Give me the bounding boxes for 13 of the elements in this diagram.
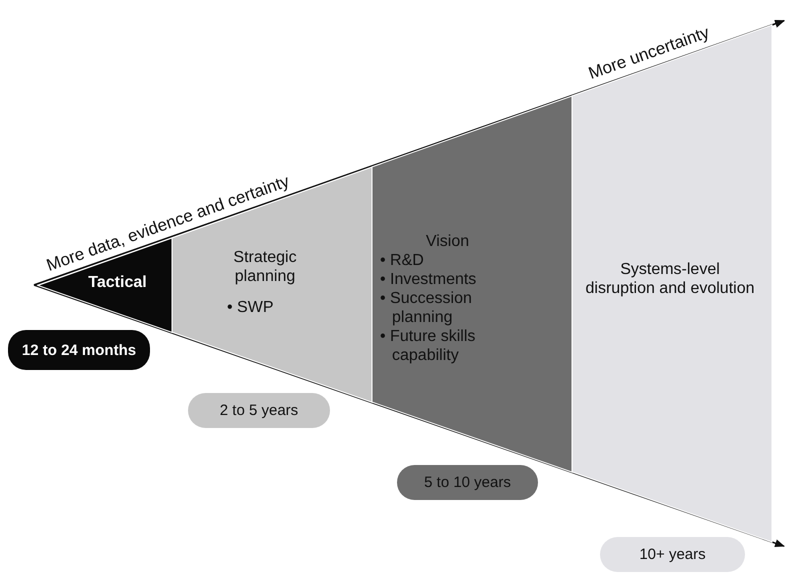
bullet-item: • R&D [380,250,425,270]
segment-heading: Tactical [87,272,148,292]
segment-heading: Strategic planning [232,248,298,286]
bullet-item: • Succession planning [380,288,473,327]
bullet-item: • Future skills capability [380,326,476,365]
segment-heading: Systems-level disruption and evolution [585,260,755,298]
time-span-pill: 10+ years [600,537,745,572]
bullet-item: • Investments [380,270,478,289]
bullet-item: • SWP [227,298,274,317]
time-span-pill: 2 to 5 years [188,393,330,428]
segment-heading: Vision [424,232,470,251]
time-span-pill: 5 to 10 years [397,465,538,500]
time-span-pill: 12 to 24 months [8,330,150,370]
